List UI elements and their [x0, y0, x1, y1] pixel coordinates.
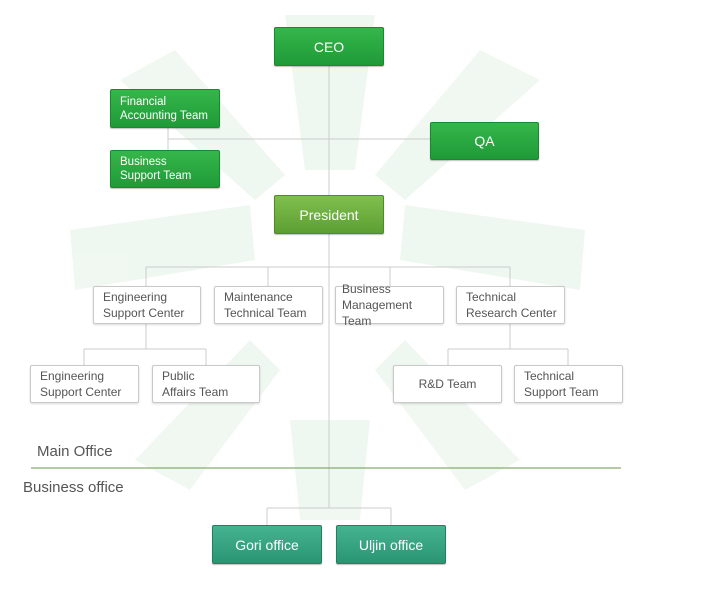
qa-label: QA: [474, 133, 495, 149]
financial-accounting-team-label: Financial Accounting Team: [120, 95, 209, 122]
engineering-support-center-box: Engineering Support Center: [93, 286, 201, 324]
business-office-label: Business office: [23, 479, 124, 496]
public-affairs-team-box: Public Affairs Team: [152, 365, 260, 403]
engineering-support-center-sub-box: Engineering Support Center: [30, 365, 139, 403]
technical-support-team-box: Technical Support Team: [514, 365, 623, 403]
business-management-team-box: Business Management Team: [335, 282, 444, 328]
business-support-team-label: Business Support Team: [120, 156, 192, 182]
uljin-office-label: Uljin office: [358, 536, 424, 553]
main-office-label: Main Office: [37, 443, 113, 460]
president-label: President: [299, 206, 359, 223]
business-management-team-label: Business Management Team: [342, 282, 413, 328]
ceo-box: CEO: [274, 27, 384, 66]
president-box: President: [274, 195, 384, 234]
ceo-label: CEO: [313, 38, 345, 55]
gori-office-label: Gori office: [235, 536, 299, 553]
financial-accounting-team-box: Financial Accounting Team: [110, 89, 220, 128]
rd-team-box: R&D Team: [393, 365, 502, 403]
uljin-office-box: Uljin office: [336, 525, 446, 564]
qa-box: QA: [430, 122, 539, 160]
engineering-support-center-sub-label: Engineering Support Center: [40, 369, 122, 399]
gori-office-box: Gori office: [212, 525, 322, 564]
maintenance-technical-team-label: Maintenance Technical Team: [224, 290, 307, 320]
public-affairs-team-label: Public Affairs Team: [162, 369, 229, 399]
technical-research-center-box: Technical Research Center: [456, 286, 565, 324]
rd-team-label: R&D Team: [418, 377, 477, 391]
technical-research-center-label: Technical Research Center: [466, 290, 557, 320]
technical-support-team-label: Technical Support Team: [524, 369, 599, 399]
business-support-team-box: Business Support Team: [110, 150, 220, 188]
engineering-support-center-label: Engineering Support Center: [103, 290, 185, 320]
maintenance-technical-team-box: Maintenance Technical Team: [214, 286, 323, 324]
